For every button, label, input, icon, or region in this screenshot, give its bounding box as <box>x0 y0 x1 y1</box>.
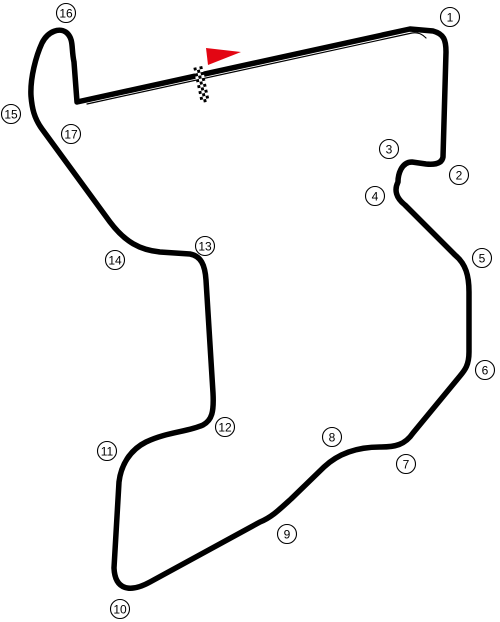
corner-number: 7 <box>403 458 410 472</box>
corner-circle <box>395 453 417 475</box>
checker-square <box>197 87 202 92</box>
checker-square <box>200 99 204 104</box>
checker-square <box>195 76 199 80</box>
checker-square <box>204 89 208 94</box>
checker-square <box>201 90 205 94</box>
corner-marker-17: 17 <box>60 123 82 145</box>
track-layout <box>28 26 472 591</box>
corner-number: 6 <box>482 364 489 378</box>
corner-number: 13 <box>198 240 212 254</box>
checker-square <box>201 77 206 82</box>
corner-number: 17 <box>64 128 78 142</box>
checker-square <box>202 80 206 85</box>
checker-square <box>199 96 204 101</box>
corner-number: 9 <box>284 528 291 542</box>
corner-number: 3 <box>386 143 393 157</box>
corner-marker-5: 5 <box>471 247 493 269</box>
corner-marker-15: 15 <box>0 103 22 125</box>
checker-square <box>196 69 201 74</box>
corner-circle <box>364 185 386 207</box>
corner-circle <box>276 523 298 545</box>
checker-square <box>196 81 201 86</box>
corner-circle <box>60 123 82 145</box>
corner-marker-16: 16 <box>55 2 77 24</box>
checker-square <box>197 72 202 77</box>
corner-marker-11: 11 <box>96 440 118 462</box>
corner-number: 10 <box>113 603 127 617</box>
corner-number: 15 <box>4 108 18 122</box>
checker-square <box>198 90 202 95</box>
corner-number: 11 <box>101 445 114 459</box>
corner-circle <box>194 235 216 257</box>
corner-circle <box>96 440 118 462</box>
checker-square <box>201 74 205 79</box>
corner-marker-13: 13 <box>194 235 216 257</box>
checker-square <box>195 78 200 83</box>
checker-square <box>199 93 203 98</box>
corner-number: 14 <box>108 254 122 268</box>
corner-number: 16 <box>59 7 73 21</box>
checker-square <box>194 73 199 77</box>
checker-square <box>199 81 204 85</box>
corner-circle <box>55 2 77 24</box>
checker-square <box>201 93 206 97</box>
corner-marker-9: 9 <box>276 523 298 545</box>
corner-number: 8 <box>329 431 336 445</box>
checker-square <box>202 95 207 100</box>
corner-number: 5 <box>479 252 486 266</box>
corner-marker-12: 12 <box>214 416 236 438</box>
checker-square <box>203 98 207 103</box>
flag-icon <box>206 48 241 65</box>
corner-marker-2: 2 <box>448 164 470 186</box>
checkered-line-icon <box>193 65 210 104</box>
checker-square <box>205 95 210 99</box>
checker-square <box>204 92 209 96</box>
corner-circle <box>378 138 400 160</box>
corner-marker-3: 3 <box>378 138 400 160</box>
checker-square <box>194 70 198 74</box>
start-finish-line <box>193 65 210 104</box>
corner-circle <box>471 247 493 269</box>
checker-square <box>193 67 197 71</box>
checker-square <box>200 71 205 76</box>
corner-marker-8: 8 <box>321 426 343 448</box>
corner-marker-14: 14 <box>104 249 126 271</box>
checker-square <box>197 84 201 89</box>
checker-square <box>199 68 204 73</box>
corner-circle <box>439 6 461 28</box>
checker-square <box>196 66 200 71</box>
checker-square <box>200 84 204 88</box>
checker-square <box>198 78 203 82</box>
corner-marker-1: 1 <box>439 6 461 28</box>
corner-circle <box>474 359 496 381</box>
checker-square <box>198 75 202 79</box>
corner-number: 1 <box>447 11 454 25</box>
corner-circle <box>214 416 236 438</box>
corner-circle <box>104 249 126 271</box>
corner-circle <box>321 426 343 448</box>
pit-lane <box>86 32 427 105</box>
corner-marker-10: 10 <box>109 598 131 620</box>
corner-circle <box>109 598 131 620</box>
corner-number: 2 <box>456 169 463 183</box>
corner-marker-6: 6 <box>474 359 496 381</box>
checker-square <box>203 86 208 91</box>
checker-square <box>199 65 203 70</box>
corner-number: 4 <box>372 190 379 204</box>
corner-circle <box>0 103 22 125</box>
checker-square <box>206 98 210 102</box>
corner-number: 12 <box>218 421 232 435</box>
checker-square <box>200 87 205 91</box>
checker-square <box>203 83 207 88</box>
corner-circle <box>448 164 470 186</box>
corner-marker-7: 7 <box>395 453 417 475</box>
corner-marker-4: 4 <box>364 185 386 207</box>
